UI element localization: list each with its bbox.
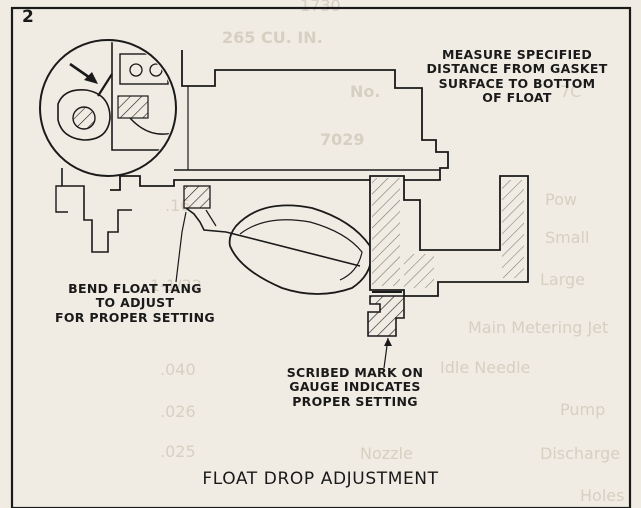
ghost-text: Large — [540, 270, 586, 289]
ghost-text: .025 — [160, 442, 196, 461]
float-gauge — [367, 175, 529, 337]
figure-caption: FLOAT DROP ADJUSTMENT — [202, 469, 439, 489]
ghost-text: Discharge — [540, 444, 621, 463]
float-hinge-pin — [72, 106, 96, 130]
ghost-text: Pump — [560, 400, 606, 419]
bend-leader-line — [175, 211, 187, 283]
air-horn-outline — [110, 50, 449, 191]
ghost-text: Idle Needle — [440, 358, 531, 377]
ghost-text: Main Metering Jet — [468, 318, 609, 337]
ghost-text: 7C — [560, 82, 582, 101]
detail-view — [42, 42, 174, 174]
ghost-text: Small — [545, 228, 590, 247]
ghost-text: Nozzle — [360, 444, 413, 463]
ghost-text: 1-1/32 — [150, 276, 202, 295]
ghost-text: Pow — [545, 190, 577, 209]
bowl-housing-left — [61, 168, 132, 253]
ghost-text: .040 — [160, 360, 196, 379]
ghost-text: Holes — [580, 486, 625, 505]
float-arm — [225, 231, 361, 267]
bend-tang-callout: BEND FLOAT TANG TO ADJUST FOR PROPER SET… — [55, 281, 215, 325]
carburetor-float — [228, 204, 373, 295]
ghost-text: No. — [350, 82, 381, 101]
figure-number: 2 — [22, 7, 34, 27]
float-tang — [185, 207, 227, 233]
ghost-text: 265 CU. IN. — [222, 28, 323, 47]
ghost-text: 7029 — [320, 130, 365, 149]
ghost-text: .026 — [160, 402, 196, 421]
figure-frame — [10, 6, 632, 508]
scribed-mark-callout: SCRIBED MARK ON GAUGE INDICATES PROPER S… — [286, 365, 424, 409]
measure-callout: MEASURE SPECIFIED DISTANCE FROM GASKET S… — [426, 47, 608, 106]
